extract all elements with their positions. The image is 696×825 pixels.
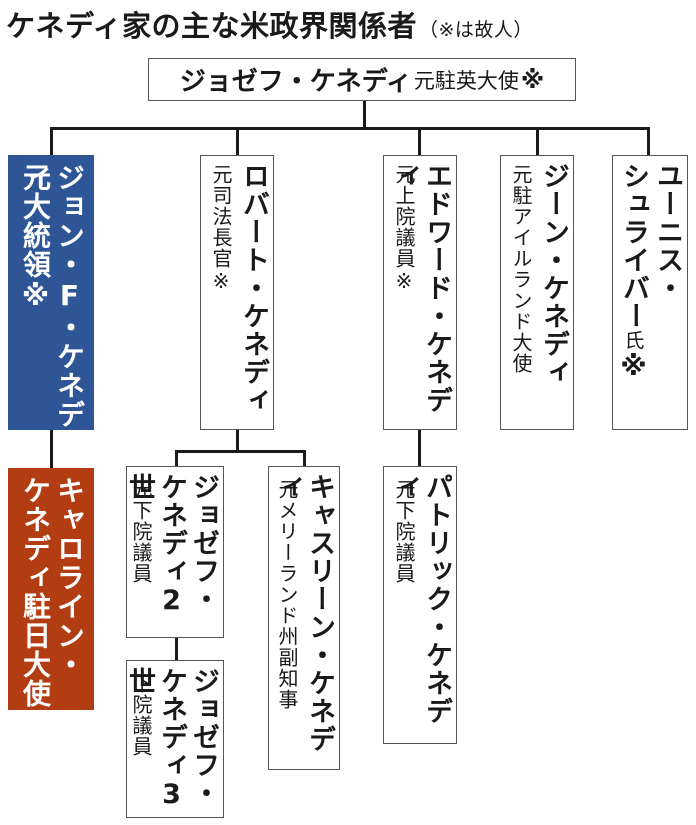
node-jean-kennedy: ジーン・ケネディ 元駐アイルランド大使 — [500, 155, 574, 430]
node-role: 元下院議員 — [392, 479, 416, 584]
node-name-line2: シュライバー氏※ — [618, 162, 649, 383]
node-name-line2: ケネディ駐日大使 — [19, 476, 52, 708]
node-role: 元駐アイルランド大使 — [509, 164, 533, 374]
connector-jfk-caroline — [50, 428, 53, 468]
node-patrick-kennedy: パトリック・ケネディ 元下院議員 — [383, 466, 457, 744]
node-name-line1: ジョゼフ・ — [188, 473, 219, 613]
node-name-line2: ケネディ2世 — [124, 473, 187, 617]
chart-title: ケネディ家の主な米政界関係者（※は故人） — [6, 6, 533, 46]
node-name-line1: ジョゼフ・ — [188, 667, 219, 807]
connector-edward-patrick — [418, 430, 421, 466]
node-john-f-kennedy: ジョン・F・ケネディ 元大統領※ — [8, 155, 94, 430]
node-role: 下院議員 — [129, 673, 153, 757]
title-note: （※は故人） — [418, 19, 533, 41]
node-name: ジョゼフ・ケネディ — [179, 67, 412, 97]
node-role: 元下院議員 — [129, 479, 153, 584]
node-role: 元上院議員※ — [392, 164, 416, 294]
node-name: ロバート・ケネディ — [238, 162, 269, 414]
connector-jean — [536, 127, 539, 155]
node-joseph-kennedy-3: ジョゼフ・ ケネディ3世 下院議員 — [124, 660, 224, 818]
connector-joseph2-joseph3 — [175, 638, 178, 660]
node-joseph-kennedy: ジョゼフ・ケネディ元駐英大使※ — [148, 58, 576, 101]
connector-jfk — [50, 127, 53, 155]
node-name: ジーン・ケネディ — [538, 162, 569, 386]
node-robert-kennedy: ロバート・ケネディ 元司法長官※ — [200, 155, 274, 430]
node-name-line1: ジョン・F・ケネディ — [19, 163, 86, 429]
node-role: 元司法長官※ — [209, 164, 233, 294]
node-name: キャスリーン・ケネディ — [272, 473, 335, 753]
node-name: パトリック・ケネディ — [389, 473, 452, 725]
connector-joseph2 — [175, 450, 178, 466]
node-role: 元メリーランド州副知事 — [275, 479, 299, 710]
node-caroline-kennedy: キャロライン・ ケネディ駐日大使 — [8, 468, 94, 710]
connector-edward — [418, 127, 421, 155]
node-role: 元駐英大使 — [413, 68, 519, 93]
connector-root-down — [363, 100, 366, 130]
node-name-line1: キャロライン・ — [53, 476, 86, 679]
deceased-mark: ※ — [520, 65, 545, 94]
node-joseph-kennedy-2: ジョゼフ・ ケネディ2世 元下院議員 — [124, 466, 224, 638]
connector-robert-bar — [175, 450, 306, 453]
node-name-line2: ケネディ3世 — [124, 667, 187, 811]
node-name-line1: ユーニス・ — [652, 162, 683, 302]
node-kathleen-kennedy: キャスリーン・ケネディ 元メリーランド州副知事 — [268, 466, 340, 770]
node-name: エドワード・ケネディ — [389, 162, 452, 414]
connector-robert-down — [236, 430, 239, 452]
node-eunice-shriver: ユーニス・ シュライバー氏※ — [612, 155, 688, 430]
connector-robert — [236, 127, 239, 155]
connector-eunice — [647, 127, 650, 155]
node-name-line2: 元大統領※ — [19, 163, 52, 313]
title-main: ケネディ家の主な米政界関係者 — [6, 9, 417, 43]
connector-kathleen — [303, 450, 306, 466]
node-edward-kennedy: エドワード・ケネディ 元上院議員※ — [383, 155, 457, 430]
connector-children-bar — [50, 127, 650, 130]
